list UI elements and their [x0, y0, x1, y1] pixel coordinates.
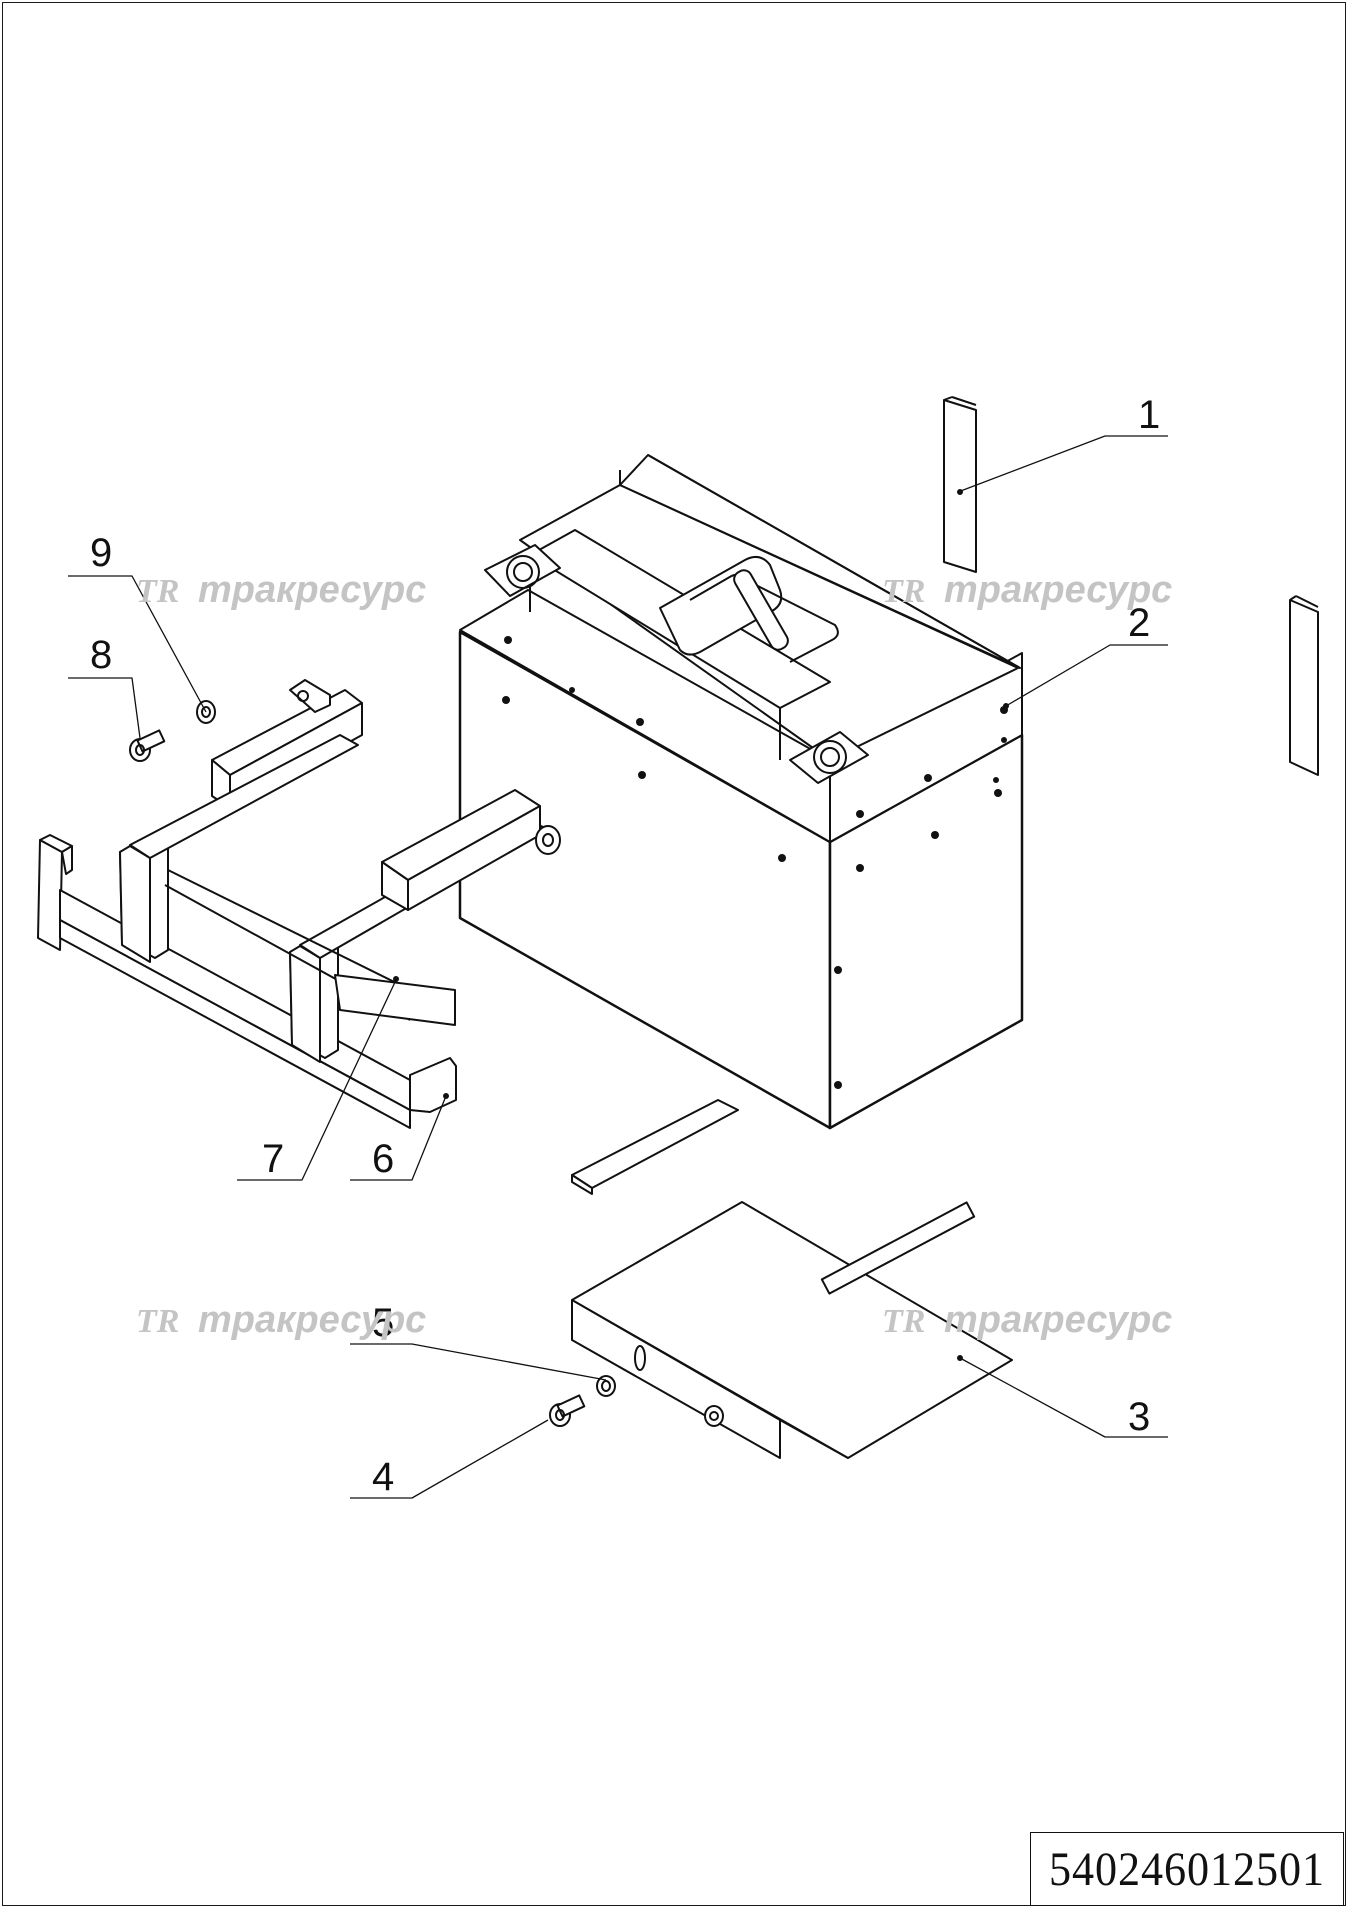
callout-4: 4	[372, 1455, 394, 1499]
callout-labels: 1 2 3 4 5 6 7 8 9	[90, 393, 1160, 1499]
callout-7: 7	[262, 1137, 284, 1181]
spacer-strip	[571, 1099, 739, 1195]
svg-text:тракресурс: тракресурс	[198, 569, 426, 611]
svg-text:TR: TR	[136, 1303, 179, 1340]
callout-6: 6	[372, 1137, 394, 1181]
svg-text:тракресурс: тракресурс	[944, 569, 1172, 611]
part-6-7-clamp-frame	[37, 679, 561, 1129]
part-3-tray	[571, 1201, 1013, 1459]
callout-8: 8	[90, 633, 112, 677]
part-2-battery	[458, 454, 1024, 1130]
part-1-strip	[943, 396, 977, 573]
part-4-bolt	[549, 1394, 586, 1427]
document-number-box: 540246012501	[1030, 1832, 1344, 1906]
strip-right	[1289, 595, 1319, 776]
watermark-3: TR тракресурс	[136, 1299, 426, 1341]
callout-3: 3	[1128, 1395, 1150, 1439]
part-8-bolt	[129, 729, 166, 762]
part-5-washer	[596, 1375, 616, 1397]
document-number: 540246012501	[1049, 1842, 1325, 1896]
callout-9: 9	[90, 531, 112, 575]
svg-text:тракресурс: тракресурс	[198, 1299, 426, 1341]
watermark-2: TR тракресурс	[882, 569, 1172, 611]
callout-1: 1	[1138, 393, 1160, 437]
watermark-1: TR тракресурс	[136, 569, 426, 611]
svg-text:тракресурс: тракресурс	[944, 1299, 1172, 1341]
svg-text:TR: TR	[882, 1303, 925, 1340]
callout-5: 5	[372, 1301, 394, 1345]
svg-text:TR: TR	[136, 573, 179, 610]
callout-2: 2	[1128, 601, 1150, 645]
leader-dots	[957, 489, 1009, 709]
watermarks: TR тракресурс TR тракресурс TR тракресур…	[136, 569, 1172, 1341]
svg-text:TR: TR	[882, 573, 925, 610]
leader-lines	[68, 435, 1168, 1499]
watermark-4: TR тракресурс	[882, 1299, 1172, 1341]
